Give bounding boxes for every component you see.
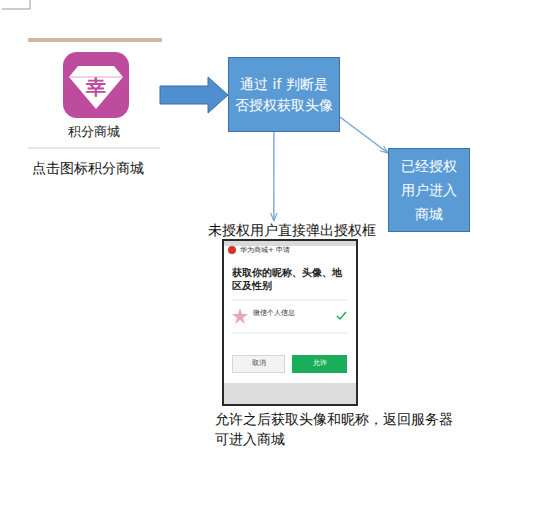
- button: 允许: [292, 355, 347, 373]
- divider-line: [232, 300, 348, 301]
- status-strip: [224, 241, 356, 246]
- icon-glyph: 幸: [63, 74, 129, 101]
- divider-line: [232, 333, 348, 334]
- dialog-header: 华为商城+ 申请: [240, 246, 350, 255]
- phone-frame: [223, 240, 357, 405]
- image-strip: [28, 38, 162, 42]
- box-text: 通过 if 判断是否授权获取头像: [234, 74, 334, 116]
- arrow-line: [273, 132, 274, 221]
- screen-bottom: [224, 383, 356, 404]
- process-box: 已经授权用户进入商城: [388, 148, 470, 232]
- app-icon-tile: [63, 52, 129, 118]
- screenshot-caption: 允许之后获取头像和昵称，返回服务器 可进入商城: [215, 409, 460, 449]
- avatar-star: [232, 308, 248, 324]
- button-text: 取消: [252, 359, 266, 368]
- box-text: 已经授权用户进入商城: [398, 154, 460, 226]
- dialog-title: 获取你的昵称、头像、地区及性别: [232, 267, 346, 293]
- icon-label: 积分商城: [28, 123, 160, 141]
- process-box: 通过 if 判断是否授权获取头像: [228, 57, 340, 132]
- button: 取消: [232, 355, 285, 373]
- screenshot-heading: 未授权用户直接弹出授权框: [208, 221, 460, 240]
- app-icon: 幸积分商城: [28, 48, 160, 142]
- dialog-item: 微信个人信息: [253, 309, 333, 318]
- corner-mark: [2, 0, 30, 9]
- arrow-line: [340, 117, 388, 153]
- app-badge: [228, 246, 236, 254]
- separator-line: [28, 148, 160, 149]
- check-mark: [337, 312, 346, 319]
- phone-screenshot: 未授权用户直接弹出授权框华为商城+ 申请获取你的昵称、头像、地区及性别微信个人信…: [205, 221, 460, 451]
- button-text: 允许: [313, 359, 327, 368]
- block-arrow: [160, 77, 228, 113]
- note-label: 点击图标积分商城: [32, 159, 162, 178]
